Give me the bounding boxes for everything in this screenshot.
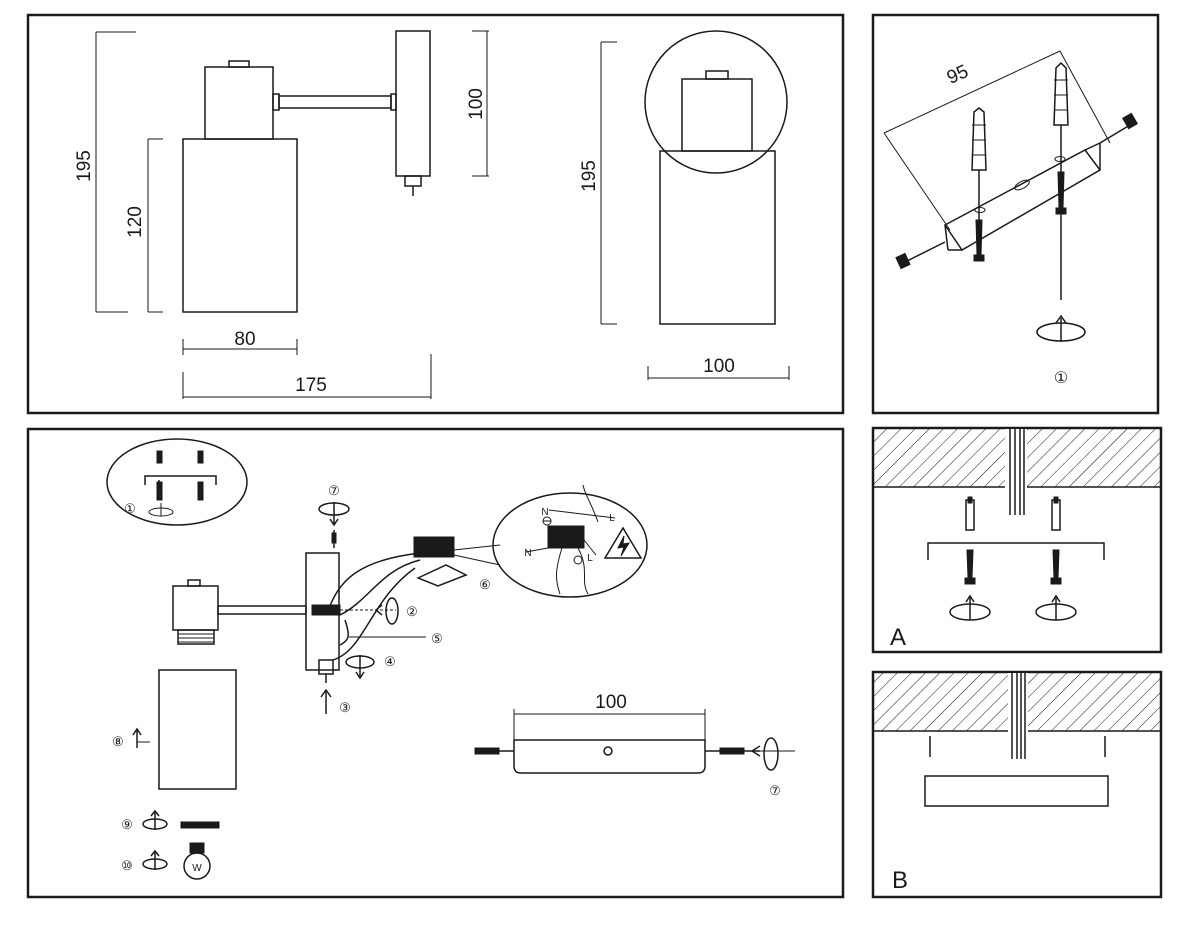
push-arrow-icon [320, 688, 332, 714]
rotate-arrow-icon [1036, 314, 1086, 342]
screw-icon [973, 170, 985, 262]
ceiling-panel-a: A [871, 426, 1163, 654]
wall-plug-icon [965, 496, 975, 531]
dim-side-height: 195 [74, 150, 95, 182]
step-6-label: ⑥ [479, 577, 491, 592]
front-view-drawing [644, 30, 788, 325]
rotate-arrow-icon [340, 597, 399, 625]
wire-live-bottom: L [587, 553, 593, 564]
rotate-arrow-icon [949, 594, 991, 621]
dim-plate-height: 100 [466, 88, 487, 120]
rotate-arrow-icon [142, 849, 168, 870]
wall-plug-icon [1051, 496, 1061, 531]
side-view-drawing [182, 30, 431, 313]
rotate-arrow-icon [318, 502, 350, 527]
light-bulb-icon [183, 842, 211, 880]
assembly-panel: ① ⑦ [26, 427, 845, 899]
dim-bracket-spacing: 95 [944, 61, 972, 89]
step-5-label: ⑤ [431, 631, 443, 646]
step-8-label: ⑧ [112, 734, 124, 749]
screw-icon [1055, 125, 1067, 300]
panel-a-label: A [890, 624, 906, 651]
bulb-label: W [192, 863, 202, 874]
lamp-holder-drawing [172, 530, 501, 683]
side-bolt-icon [1099, 112, 1139, 144]
wire-live-top: L [609, 513, 615, 524]
dim-total-width: 175 [295, 375, 327, 396]
wiring-detail-bubble [492, 484, 648, 598]
side-view-dimensions [95, 30, 489, 399]
dim-front-height: 195 [579, 160, 600, 192]
step-9-label: ⑨ [121, 817, 133, 832]
step-7-right-label: ⑦ [769, 783, 781, 798]
dim-front-width: 100 [703, 356, 735, 377]
screw-icon [1050, 549, 1062, 585]
cover-plate-drawing [474, 709, 795, 774]
step-1-label: ① [1054, 370, 1068, 387]
dim-shade-height: 120 [125, 206, 146, 238]
step-7-top-label: ⑦ [328, 483, 340, 498]
wire-neutral-bottom: N [524, 548, 531, 559]
rotate-arrow-icon [142, 809, 168, 830]
rotate-arrow-icon [345, 655, 375, 680]
screw-icon [964, 549, 976, 585]
shade-ring-icon [180, 821, 220, 829]
bracket-panel: 95 [871, 13, 1160, 415]
dim-plate-width: 100 [595, 692, 627, 713]
wall-plug-icon [1053, 61, 1069, 126]
step-10-label: ⑩ [121, 858, 133, 873]
wire-neutral-top: N [541, 507, 548, 518]
bubble-step-1-label: ① [124, 501, 136, 516]
rotate-arrow-icon [1035, 594, 1077, 621]
step-4-label: ④ [384, 654, 396, 669]
dim-shade-width: 80 [234, 329, 255, 350]
wall-plug-icon [971, 107, 987, 171]
mounting-detail-bubble [106, 438, 248, 526]
step-2-label: ② [406, 604, 418, 619]
panel-b-label: B [892, 867, 908, 894]
dimensions-panel: 195 120 80 175 100 195 100 [26, 13, 845, 415]
ceiling-panel-b: B [871, 670, 1163, 899]
front-view-dimensions [600, 41, 790, 380]
step-3-label: ③ [339, 700, 351, 715]
side-bolt-icon [895, 241, 946, 270]
lamp-shade [158, 669, 237, 790]
push-arrow-icon [132, 727, 150, 748]
